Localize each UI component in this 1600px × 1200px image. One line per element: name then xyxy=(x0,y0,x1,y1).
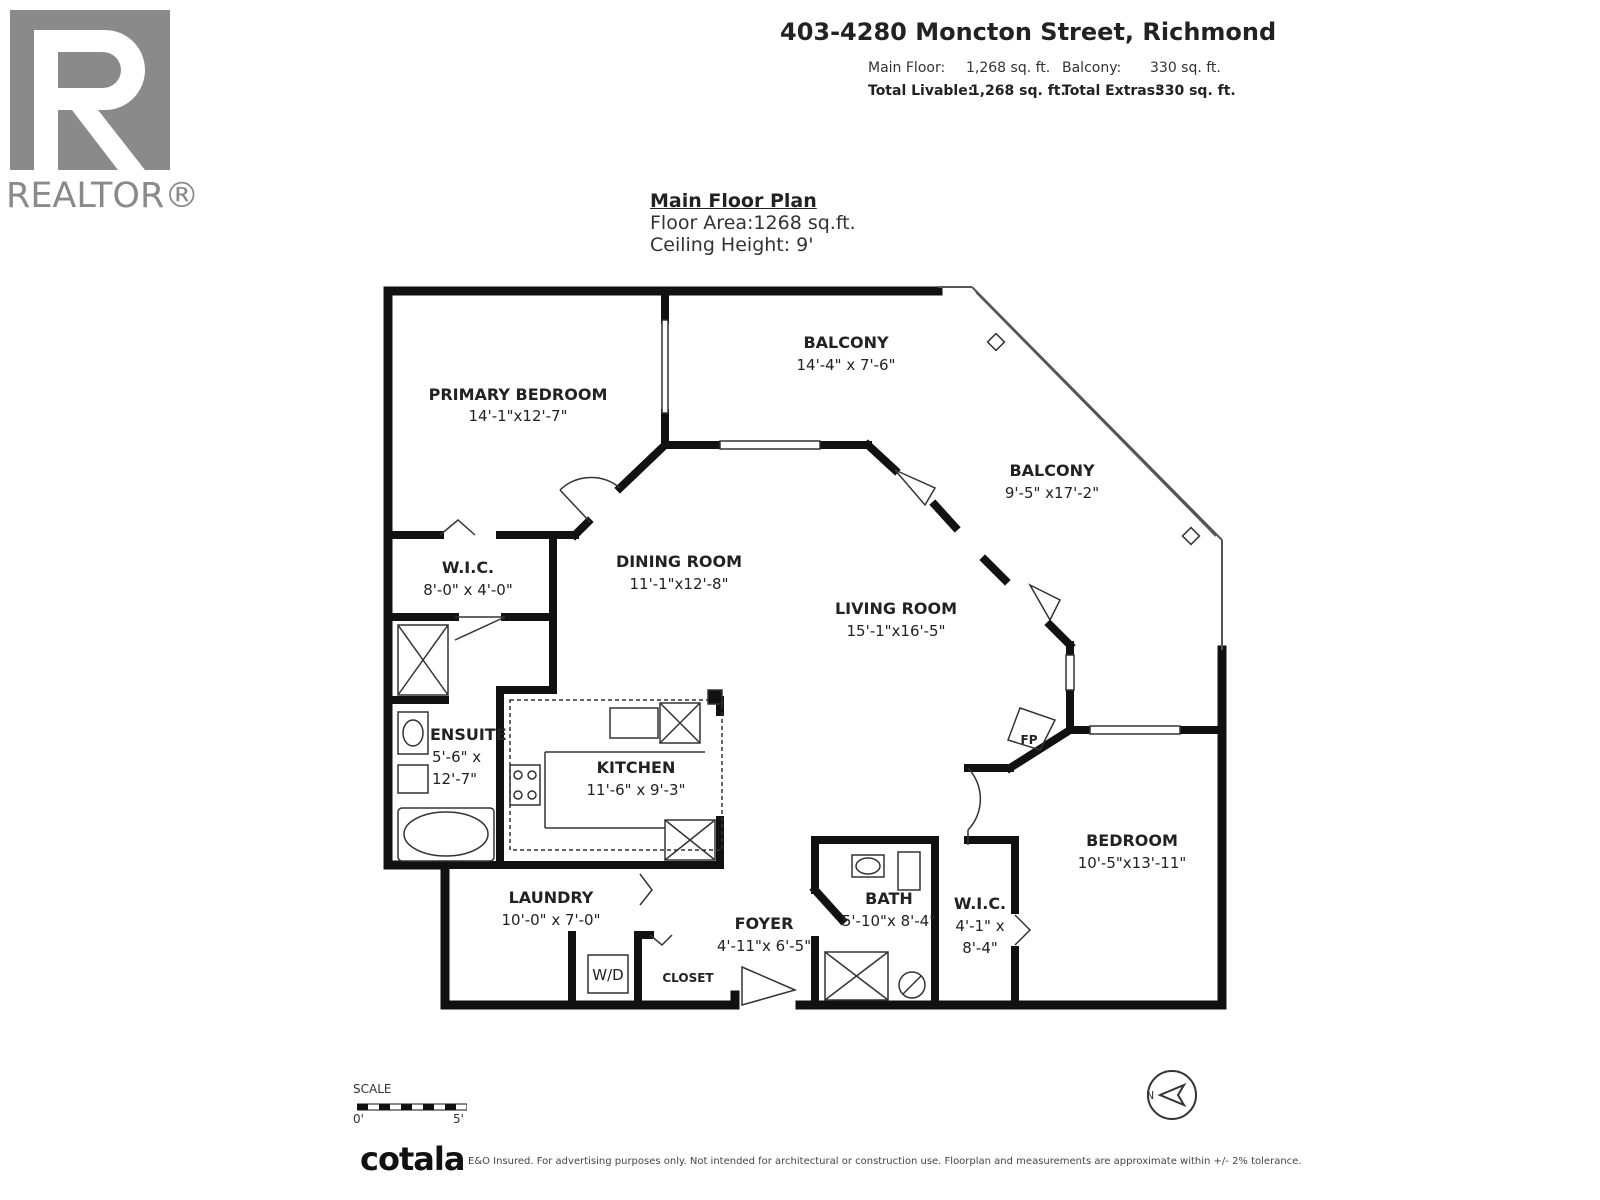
laundry-name: LAUNDRY xyxy=(509,888,594,907)
bath-name: BATH xyxy=(865,889,913,908)
compass-icon: N xyxy=(1146,1070,1197,1120)
bath-shower-icon xyxy=(824,951,889,1001)
living-room-name: LIVING ROOM xyxy=(835,599,957,618)
dining-room-dim: 11'-1"x12'-8" xyxy=(629,575,728,593)
wic-right-name: W.I.C. xyxy=(954,894,1006,913)
wic-left-name: W.I.C. xyxy=(442,558,494,577)
shower-icon xyxy=(397,624,449,696)
north-compass: N xyxy=(1140,1065,1200,1129)
washer-dryer-label: W/D xyxy=(592,966,623,984)
ensuite-sink-icon xyxy=(397,711,429,755)
balcony-label: Balcony: xyxy=(1062,60,1122,76)
wic-right-dim-2: 8'-4" xyxy=(962,939,998,957)
scale-ruler-icon xyxy=(357,1103,467,1111)
ensuite-toilet-icon xyxy=(397,764,429,794)
footer-disclaimer: E&O Insured. For advertising purposes on… xyxy=(468,1156,1302,1167)
balcony-right-dim: 9'-5" x17'-2" xyxy=(1005,484,1099,502)
windows xyxy=(661,319,1181,735)
living-room-dim: 15'-1"x16'-5" xyxy=(846,622,945,640)
washer-dryer-icon xyxy=(587,954,629,994)
total-extras-label: Total Extras: xyxy=(1062,83,1161,99)
kitchen-name: KITCHEN xyxy=(597,758,676,777)
fixtures xyxy=(397,332,1201,1001)
primary-bedroom-name: PRIMARY BEDROOM xyxy=(429,385,608,404)
main-floor-label: Main Floor: xyxy=(868,60,946,76)
plan-floor-area: Floor Area:1268 sq.ft. xyxy=(650,212,856,234)
stove-icon xyxy=(509,764,541,806)
total-livable-value: 1,268 sq. ft. xyxy=(970,83,1066,99)
bath-dim: 5'-10"x 8'-4" xyxy=(842,912,936,930)
scale-end: 5' xyxy=(453,1112,464,1126)
plan-caption: Main Floor Plan Floor Area:1268 sq.ft. C… xyxy=(650,190,856,256)
wic-right-dim-1: 4'-1" x xyxy=(955,917,1004,935)
footer-brand: cotala xyxy=(360,1140,465,1178)
scale-start: 0' xyxy=(353,1112,364,1126)
balcony-top-dim: 14'-4" x 7'-6" xyxy=(796,356,895,374)
realtor-logo-text: REALTOR® xyxy=(6,176,200,216)
fireplace-label: FP xyxy=(1021,733,1038,747)
closet-label: CLOSET xyxy=(662,971,714,985)
plan-title: Main Floor Plan xyxy=(650,190,817,212)
bath-toilet-icon xyxy=(897,851,921,891)
primary-bedroom-dim: 14'-1"x12'-7" xyxy=(468,407,567,425)
total-livable-label: Total Livable: xyxy=(868,83,974,99)
realtor-logo: REALTOR® xyxy=(6,6,199,216)
plan-ceiling-height: Ceiling Height: 9' xyxy=(650,234,814,256)
balcony-top-name: BALCONY xyxy=(803,333,889,352)
balcony-value: 330 sq. ft. xyxy=(1150,60,1221,76)
bedroom-dim: 10'-5"x13'-11" xyxy=(1078,854,1187,872)
foyer-dim: 4'-11"x 6'-5" xyxy=(717,937,811,955)
balcony-right-name: BALCONY xyxy=(1009,461,1095,480)
fridge-icon xyxy=(664,819,716,861)
interior-walls xyxy=(388,291,1226,1009)
wic-left-dim: 8'-0" x 4'-0" xyxy=(423,581,512,599)
scale-bar: SCALE 0' 5' xyxy=(353,1082,467,1126)
realtor-mark-icon xyxy=(10,10,170,170)
doors xyxy=(439,469,1062,1006)
water-heater-icon xyxy=(898,971,926,999)
kitchen-sink-icon xyxy=(609,707,659,739)
compass-north-label: N xyxy=(1146,1089,1154,1102)
laundry-dim: 10'-0" x 7'-0" xyxy=(501,911,600,929)
scale-title: SCALE xyxy=(353,1082,392,1096)
dining-room-name: DINING ROOM xyxy=(616,552,742,571)
main-floor-value: 1,268 sq. ft. xyxy=(966,60,1051,76)
fireplace-icon xyxy=(1007,707,1057,751)
total-extras-value: 330 sq. ft. xyxy=(1155,83,1236,99)
ensuite-dim-2: 12'-7" xyxy=(432,770,477,788)
bathtub-icon xyxy=(397,807,495,862)
bedroom-name: BEDROOM xyxy=(1086,831,1178,850)
ensuite-name: ENSUITE xyxy=(430,725,507,744)
balcony-outline xyxy=(938,286,1223,650)
ensuite-dim-1: 5'-6" x xyxy=(432,748,481,766)
listing-address: 403-4280 Moncton Street, Richmond xyxy=(780,18,1277,46)
foyer-name: FOYER xyxy=(735,914,794,933)
dishwasher-icon xyxy=(659,702,701,744)
kitchen-dim: 11'-6" x 9'-3" xyxy=(586,781,685,799)
bath-sink-icon xyxy=(851,854,885,878)
